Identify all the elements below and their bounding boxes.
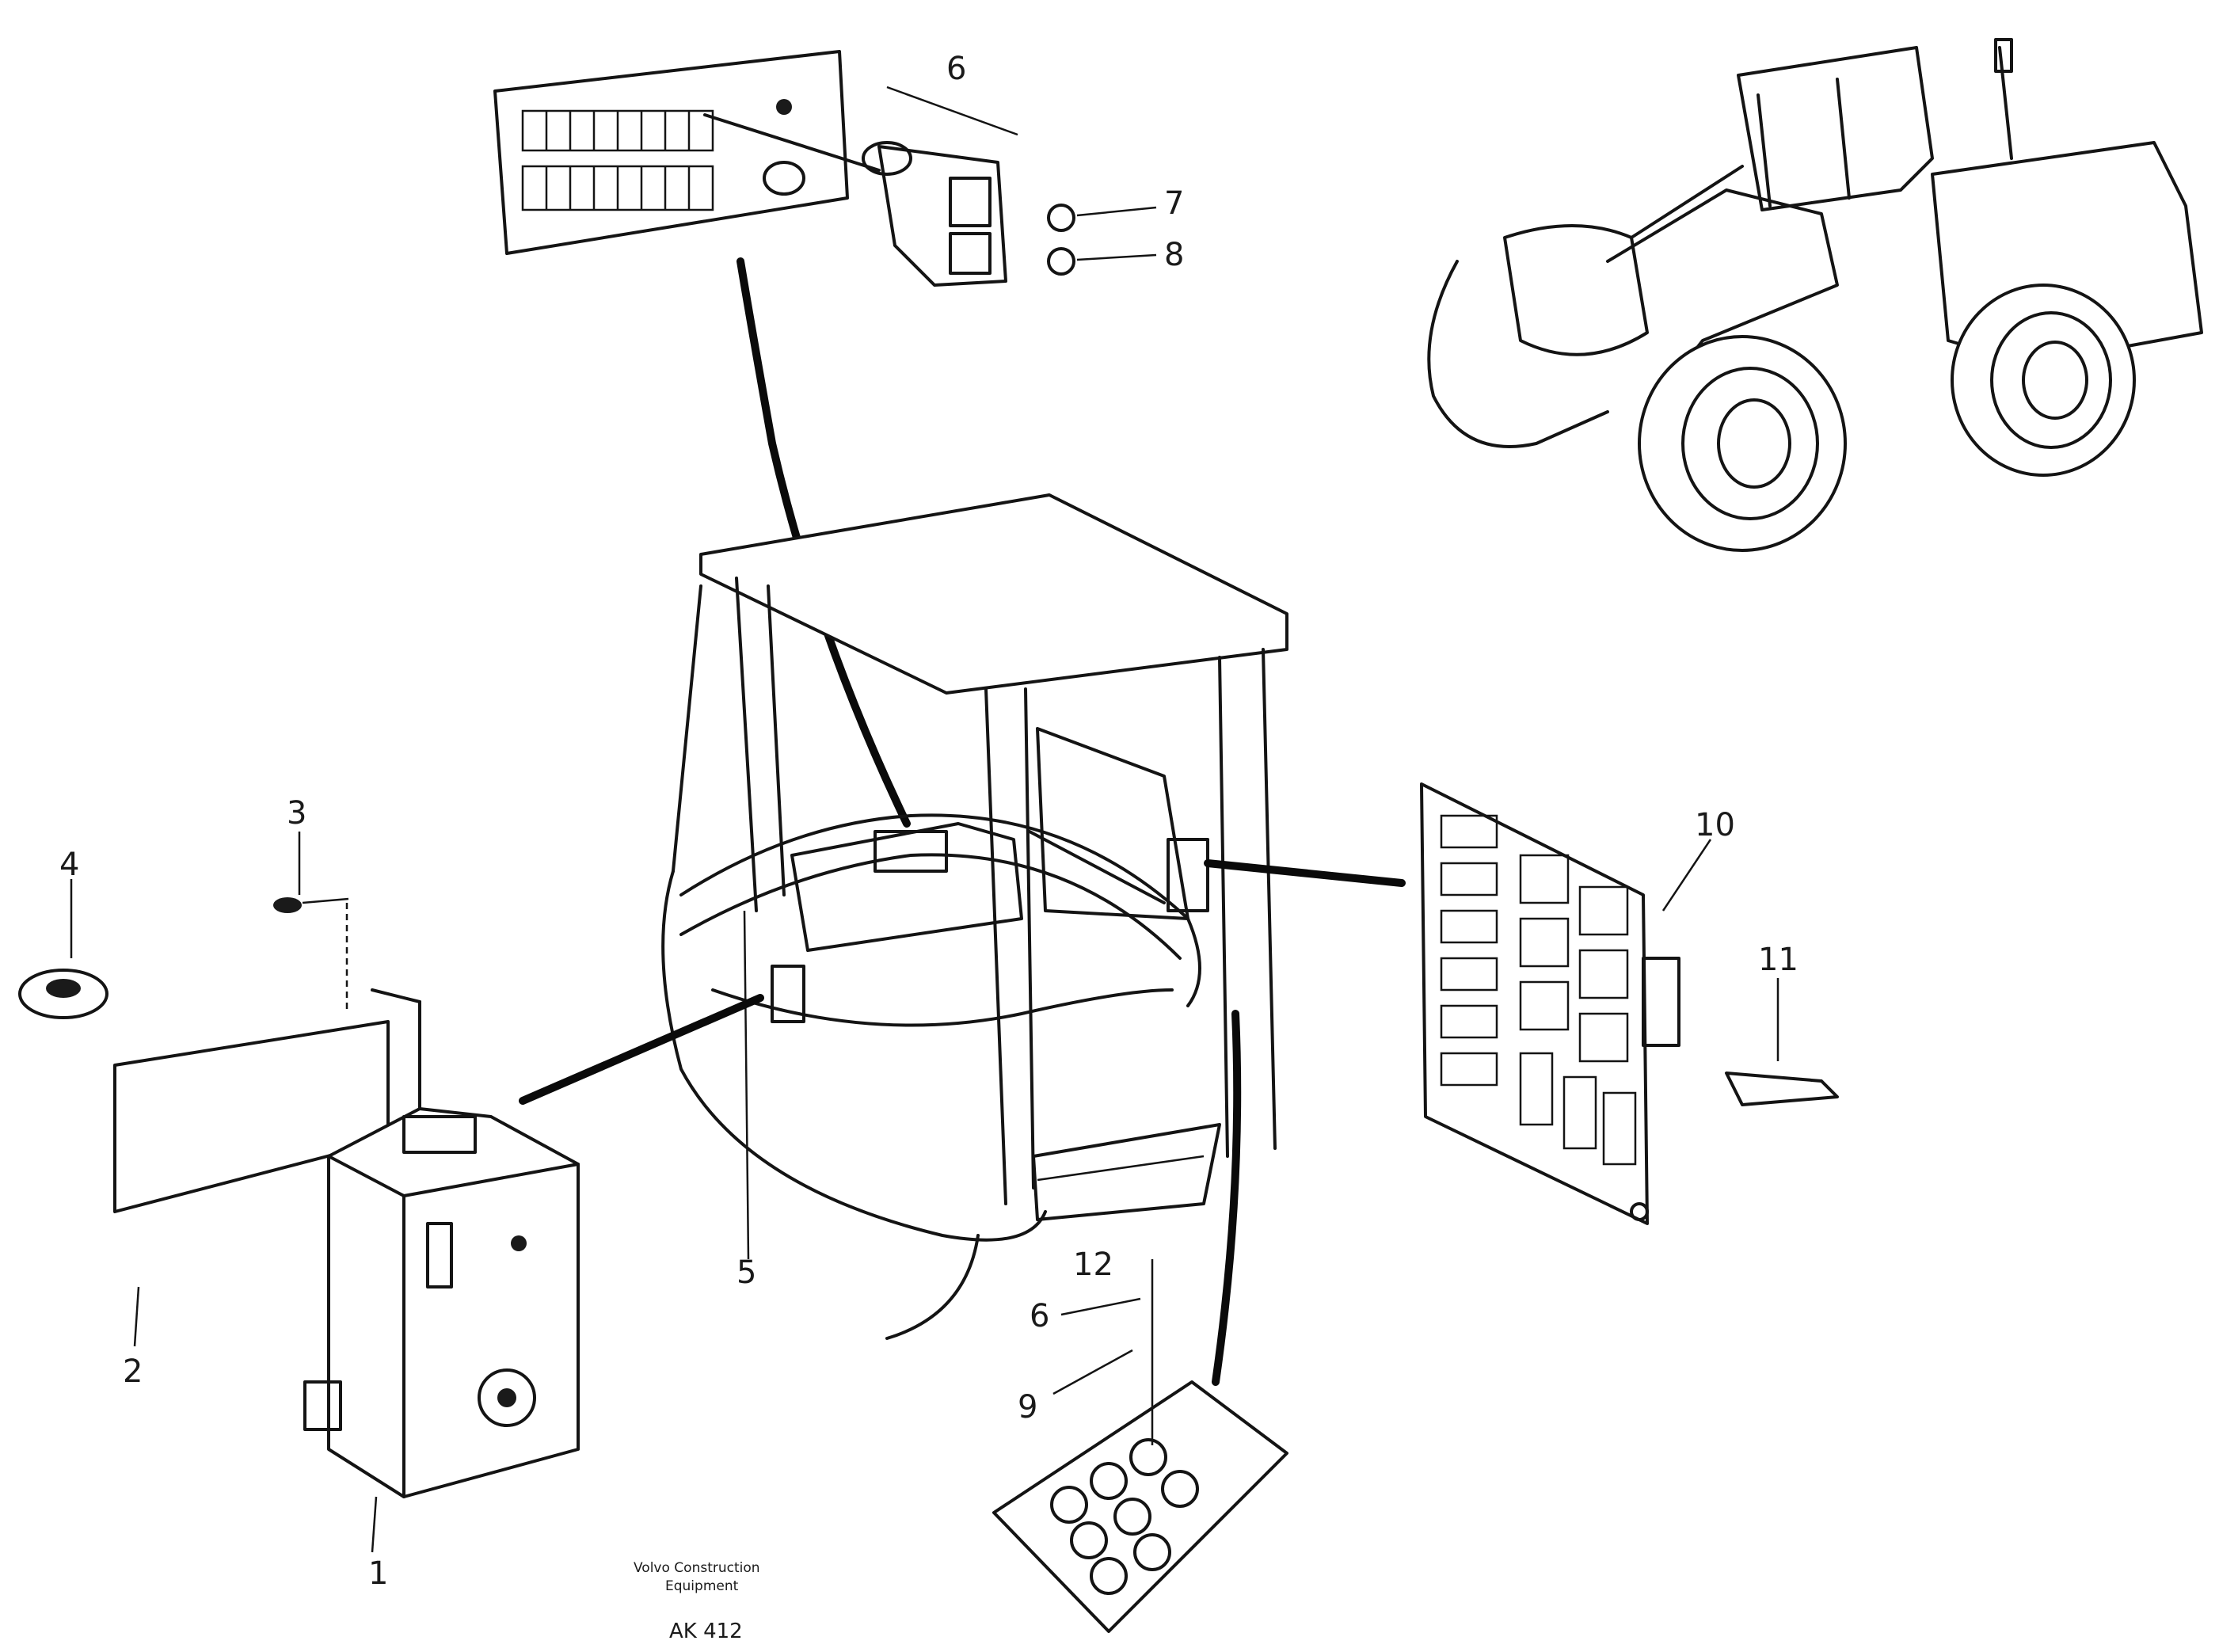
harness-left xyxy=(519,994,764,1105)
callout-5: 5 xyxy=(736,1254,756,1291)
callout-3: 3 xyxy=(287,795,306,832)
control-unit xyxy=(113,903,580,1553)
leader-2 xyxy=(133,1286,140,1347)
switch-panel xyxy=(992,1259,1288,1633)
harness-link xyxy=(1028,830,1166,904)
reference-block: Volvo Construction Equipment AK 412 xyxy=(634,1560,760,1643)
wheel-loader-illustration xyxy=(1427,38,2203,552)
callout-6: 6 xyxy=(946,51,966,87)
callout-8: 8 xyxy=(1164,237,1184,273)
relay-board xyxy=(1420,782,1712,1225)
fasteners-top xyxy=(886,86,1157,276)
callout-4: 4 xyxy=(59,847,79,883)
fuse-connector xyxy=(703,113,1007,287)
callout-11: 11 xyxy=(1758,942,1798,978)
nut-4 xyxy=(18,879,108,1019)
callout-7: 7 xyxy=(1164,185,1184,222)
reference-code: AK 412 xyxy=(669,1620,743,1643)
screw-3 xyxy=(273,832,349,913)
reference-line-1: Volvo Construction xyxy=(634,1560,760,1576)
callout-6-bottom: 6 xyxy=(1030,1298,1049,1334)
callout-9: 9 xyxy=(1018,1389,1037,1426)
reference-line-2: Equipment xyxy=(665,1578,739,1594)
fastener-11 xyxy=(1725,978,1839,1106)
callout-1: 1 xyxy=(368,1555,388,1592)
cab-frame xyxy=(661,493,1288,1340)
callout-12: 12 xyxy=(1073,1247,1113,1283)
fuse-panel xyxy=(493,50,849,255)
harness-top xyxy=(736,257,911,828)
harness-right xyxy=(1204,859,1406,887)
harness-bottom xyxy=(1212,1010,1242,1386)
callout-2: 2 xyxy=(123,1353,143,1390)
callout-10: 10 xyxy=(1695,807,1735,843)
